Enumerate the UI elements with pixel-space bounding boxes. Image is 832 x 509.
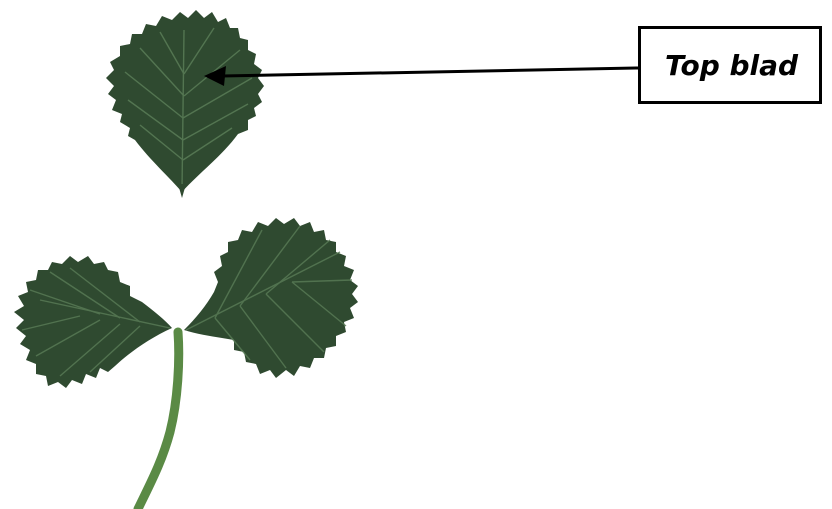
annotation-label-box: Top blad xyxy=(638,26,822,104)
left-leaflet-blade xyxy=(14,256,172,388)
arrow-shaft xyxy=(222,68,638,76)
right-leaflet xyxy=(184,218,358,378)
stem xyxy=(138,332,179,509)
left-leaflet xyxy=(14,256,172,388)
arrow-left-icon xyxy=(204,66,638,86)
top-leaflet-tip xyxy=(178,184,186,198)
top-leaflet xyxy=(106,10,264,198)
annotation-label: Top blad xyxy=(665,49,798,82)
right-leaflet-blade xyxy=(184,218,358,378)
